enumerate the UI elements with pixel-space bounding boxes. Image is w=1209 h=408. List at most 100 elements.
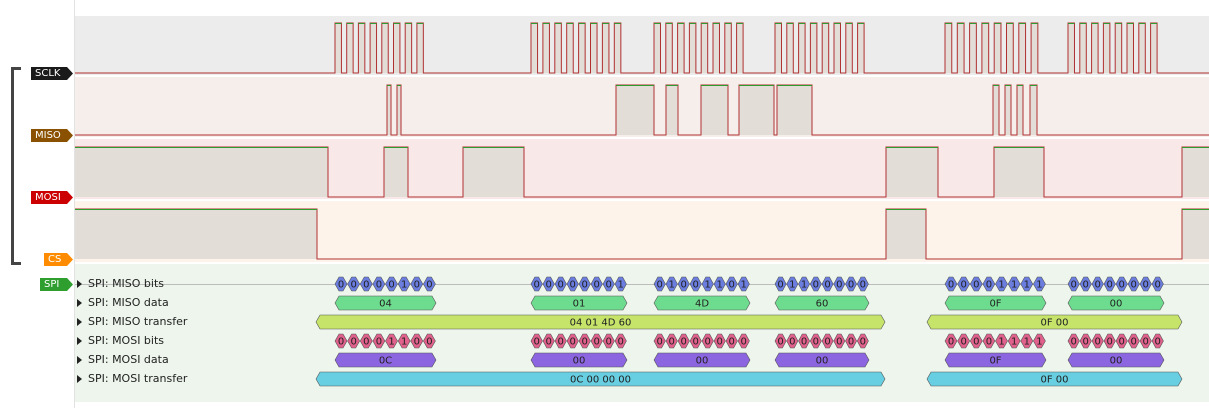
miso-bit-bubble-text: 1 (741, 280, 747, 291)
miso-bit-bubble-shape (809, 276, 822, 292)
miso-bit-bubble-shape (530, 276, 543, 292)
mosi-bit-bubble-text: 0 (681, 337, 687, 348)
row-label-mosi-transfer[interactable]: SPI: MOSI transfer (74, 371, 187, 387)
channel-tag-mosi[interactable]: MOSI (31, 191, 73, 204)
mosi-bit-bubble-shape (1067, 333, 1080, 349)
channel-tag-sclk[interactable]: SCLK (31, 67, 73, 80)
gutter-divider (74, 0, 75, 408)
row-label-miso-data[interactable]: SPI: MISO data (74, 295, 169, 311)
miso-transfer-bubble-shape (926, 314, 1183, 330)
miso-pulse-fill (397, 85, 401, 135)
miso-bit-bubble-text: 1 (801, 280, 807, 291)
mosi-bit-bubble-text: 0 (1095, 337, 1101, 348)
sclk-trace (75, 22, 1209, 74)
mosi-bit-bubble-text: 0 (582, 337, 588, 348)
mosi-bit-bubble: 0 (372, 333, 386, 349)
miso-bit-bubble-text: 1 (1036, 280, 1042, 291)
row-label-miso-bits[interactable]: SPI: MISO bits (74, 276, 164, 292)
expand-triangle-icon[interactable] (77, 375, 82, 383)
mosi-bit-bubble: 0 (653, 333, 666, 349)
miso-pulse-fill (739, 85, 774, 135)
miso-bit-bubble-text: 1 (998, 280, 1004, 291)
row-label-miso-transfer[interactable]: SPI: MISO transfer (74, 314, 187, 330)
sclk-pulse-fill (554, 23, 562, 73)
mosi-bit-bubble-shape (969, 333, 983, 349)
mosi-bit-bubble-text: 0 (376, 337, 382, 348)
mosi-bit-bubble: 0 (566, 333, 579, 349)
miso-bit-bubble-shape (1091, 276, 1104, 292)
mosi-bit-bubble: 0 (737, 333, 750, 349)
mosi-bit-bubble-text: 0 (1083, 337, 1089, 348)
miso-bit-bubble-shape (798, 276, 810, 292)
miso-bit-bubble: 0 (856, 276, 869, 292)
miso-bit-bubble-shape (410, 276, 424, 292)
mosi-transfer-bubble-shape (315, 371, 886, 387)
mosi-bit-bubble-shape (385, 333, 398, 349)
miso-bit-bubble-text: 0 (693, 280, 699, 291)
miso-bit-bubble-shape (774, 276, 787, 292)
miso-bit-bubble-shape (385, 276, 398, 292)
miso-bit-bubble-text: 0 (606, 280, 612, 291)
mosi-bit-bubble: 0 (944, 333, 958, 349)
miso-bit-bubble-text: 1 (705, 280, 711, 291)
miso-pulse-fill (1030, 85, 1037, 135)
miso-bit-bubble-text: 0 (363, 280, 369, 291)
miso-bit-bubble: 0 (542, 276, 555, 292)
row-label-mosi-data[interactable]: SPI: MOSI data (74, 352, 169, 368)
sclk-pulse-fill (590, 23, 598, 73)
miso-bit-bubble-text: 0 (534, 280, 540, 291)
analyzer-tag-spi[interactable]: SPI (40, 278, 73, 291)
mosi-bit-bubble: 0 (701, 333, 714, 349)
miso-bit-bubble-text: 0 (414, 280, 420, 291)
expand-triangle-icon[interactable] (77, 280, 82, 288)
expand-triangle-icon[interactable] (77, 356, 82, 364)
miso-bit-bubble: 0 (821, 276, 834, 292)
expand-triangle-icon[interactable] (77, 337, 82, 345)
miso-bit-bubble-shape (397, 276, 411, 292)
miso-data-bubble-text: 4D (695, 299, 709, 310)
channel-group-bracket[interactable] (11, 67, 21, 265)
sclk-pulse-fill (566, 23, 574, 73)
sclk-pulse-fill (381, 23, 389, 73)
miso-bit-bubble-text: 0 (1095, 280, 1101, 291)
miso-bit-bubble-shape (1115, 276, 1128, 292)
miso-pulse-fill (616, 85, 654, 135)
miso-data-bubble-shape (653, 295, 751, 311)
sclk-low-line (75, 22, 1209, 74)
cs-trace (75, 208, 1209, 260)
miso-transfer-bubble: 0F 00 (926, 314, 1183, 330)
channel-tag-miso[interactable]: MISO (31, 129, 73, 142)
mosi-bit-bubble-shape (554, 333, 567, 349)
mosi-bit-bubble-text: 0 (777, 337, 783, 348)
miso-bit-bubble: 0 (689, 276, 702, 292)
miso-bit-bubble: 0 (944, 276, 958, 292)
miso-bit-bubble: 1 (1033, 276, 1046, 292)
mosi-bit-bubble: 1 (995, 333, 1008, 349)
miso-bit-bubble-shape (359, 276, 373, 292)
expand-triangle-icon[interactable] (77, 318, 82, 326)
miso-bit-bubble-shape (677, 276, 690, 292)
mosi-bit-bubble-text: 0 (801, 337, 807, 348)
mosi-bit-bubble: 0 (856, 333, 869, 349)
row-label-text: SPI: MOSI transfer (88, 372, 188, 385)
row-label-mosi-bits[interactable]: SPI: MOSI bits (74, 333, 164, 349)
miso-bit-bubble: 0 (957, 276, 970, 292)
miso-bit-bubble-text: 1 (669, 280, 675, 291)
miso-bit-bubble-text: 0 (824, 280, 830, 291)
mosi-bit-bubble: 0 (845, 333, 857, 349)
mosi-bit-bubble-shape (944, 333, 958, 349)
mosi-bit-bubble-text: 1 (1036, 337, 1042, 348)
mosi-bit-bubble-shape (833, 333, 846, 349)
miso-bit-bubble: 0 (653, 276, 666, 292)
miso-bit-bubble-shape (786, 276, 799, 292)
sclk-pulse-fill (614, 23, 621, 73)
miso-bit-bubble-shape (982, 276, 996, 292)
miso-bit-bubble-shape (602, 276, 615, 292)
expand-triangle-icon[interactable] (77, 299, 82, 307)
miso-transfer-bubble-text: 04 01 4D 60 (570, 318, 632, 329)
mosi-bit-bubble: 0 (821, 333, 834, 349)
channel-tag-cs[interactable]: CS (44, 253, 73, 266)
miso-bit-bubble-shape (969, 276, 983, 292)
mosi-bit-bubble: 0 (530, 333, 543, 349)
